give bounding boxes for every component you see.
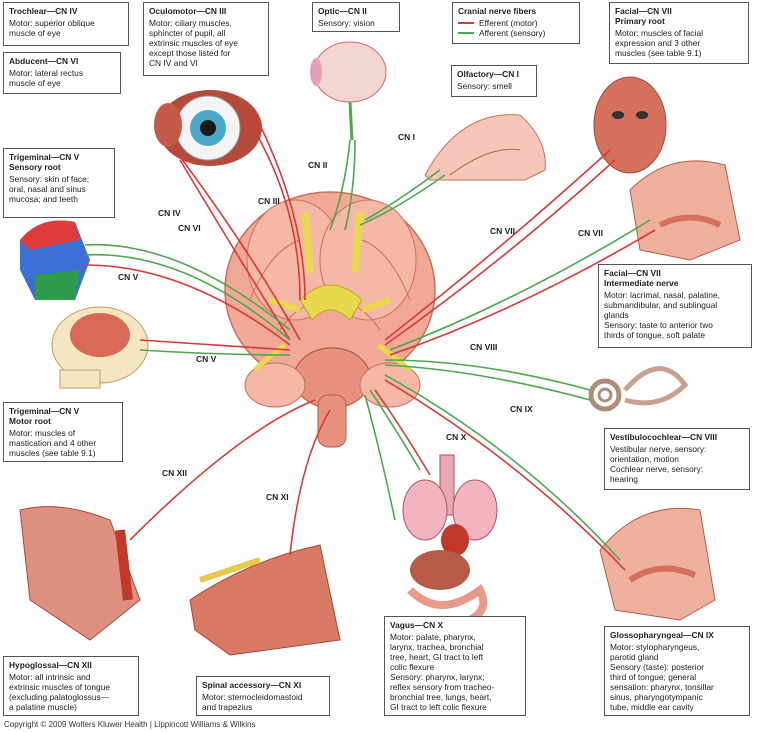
fiber-type-legend: Cranial nerve fibers Efferent (motor) Af… <box>452 2 580 44</box>
vagus-box: Vagus—CN X Motor: palate, pharynx, laryn… <box>384 616 526 716</box>
trochlear-box: Trochlear—CN IV Motor: superior oblique … <box>3 2 129 46</box>
optic-desc: Sensory: vision <box>318 18 375 28</box>
trochlear-title: Trochlear—CN IV <box>9 6 78 16</box>
spinal-accessory-box: Spinal accessory—CN XI Motor: sternoclei… <box>196 676 330 716</box>
label-cn1: CN I <box>398 132 415 142</box>
legend-label-efferent: Efferent (motor) <box>479 18 538 28</box>
brain-illustration <box>224 191 436 448</box>
abducent-box: Abducent—CN VI Motor: lateral rectus mus… <box>3 52 121 94</box>
vestibulocochlear-desc: Vestibular nerve, sensory: orientation, … <box>610 444 707 484</box>
hypoglossal-title: Hypoglossal—CN XII <box>9 660 92 670</box>
olfactory-title: Olfactory—CN I <box>457 69 519 79</box>
facial-primary-title: Facial—CN VII Primary root <box>615 6 672 26</box>
trigeminal-sensory-box: Trigeminal—CN V Sensory root Sensory: sk… <box>3 148 115 218</box>
label-cn5b: CN V <box>196 354 217 364</box>
vestibulocochlear-title: Vestibulocochlear—CN VIII <box>610 432 718 442</box>
efferent-swatch <box>458 22 474 24</box>
trigeminal-sensory-desc: Sensory: skin of face; oral, nasal and s… <box>9 174 90 204</box>
tongue-neck-illustration <box>19 506 141 641</box>
oculomotor-box: Oculomotor—CN III Motor: ciliary muscles… <box>143 2 269 76</box>
legend-label-afferent: Afferent (sensory) <box>479 28 546 38</box>
head-sagittal-illustration <box>629 160 741 261</box>
label-cn12: CN XII <box>162 468 188 478</box>
copyright-notice: Copyright © 2009 Wolters Kluwer Health |… <box>4 720 256 729</box>
label-cn2: CN II <box>308 160 328 170</box>
legend-item-afferent: Afferent (sensory) <box>458 28 574 38</box>
glossopharyngeal-title: Glossopharyngeal—CN IX <box>610 630 714 640</box>
facial-muscles-illustration <box>593 76 667 174</box>
facial-primary-box: Facial—CN VII Primary root Motor: muscle… <box>609 2 749 64</box>
facial-intermediate-title: Facial—CN VII Intermediate nerve <box>604 268 679 288</box>
optic-box: Optic—CN II Sensory: vision <box>312 2 400 32</box>
label-cn11: CN XI <box>266 492 289 502</box>
optic-title: Optic—CN II <box>318 6 367 16</box>
label-cn7a: CN VII <box>490 226 516 236</box>
oculomotor-title: Oculomotor—CN III <box>149 6 227 16</box>
trochlear-desc: Motor: superior oblique muscle of eye <box>9 18 95 38</box>
label-cn6: CN VI <box>178 223 201 233</box>
label-cn3: CN III <box>258 196 280 206</box>
legend-title: Cranial nerve fibers <box>458 6 537 16</box>
skull-illustration <box>51 306 149 389</box>
trigeminal-motor-box: Trigeminal—CN V Motor root Motor: muscle… <box>3 402 123 462</box>
vestibulocochlear-box: Vestibulocochlear—CN VIII Vestibular ner… <box>604 428 750 490</box>
facial-intermediate-desc: Motor: lacrimal, nasal, palatine, subman… <box>604 290 720 340</box>
legend-item-efferent: Efferent (motor) <box>458 18 574 28</box>
hypoglossal-desc: Motor: all intrinsic and extrinsic muscl… <box>9 672 111 712</box>
afferent-swatch <box>458 32 474 34</box>
eye-illustration <box>154 90 262 166</box>
label-cn4: CN IV <box>158 208 181 218</box>
glossopharyngeal-box: Glossopharyngeal—CN IX Motor: stylophary… <box>604 626 750 716</box>
nasal-cavity-illustration <box>424 114 546 181</box>
facial-primary-desc: Motor: muscles of facial expression and … <box>615 28 703 58</box>
nerve-fibers <box>84 104 656 571</box>
label-cn8: CN VIII <box>470 342 498 352</box>
olfactory-desc: Sensory: smell <box>457 81 512 91</box>
inner-ear-illustration <box>588 366 689 412</box>
spinal-accessory-desc: Motor: sternocleidomastoid and trapezius <box>202 692 303 712</box>
label-cn7b: CN VII <box>578 228 604 238</box>
trigeminal-motor-desc: Motor: muscles of mastication and 4 othe… <box>9 428 97 458</box>
face-dermatome-illustration <box>20 220 90 300</box>
thoracic-abdominal-organs-illustration <box>402 454 498 624</box>
oculomotor-desc: Motor: ciliary muscles, sphincter of pup… <box>149 18 238 68</box>
glossopharyngeal-desc: Motor: stylopharyngeus, parotid gland Se… <box>610 642 714 712</box>
hypoglossal-box: Hypoglossal—CN XII Motor: all intrinsic … <box>3 656 139 716</box>
trigeminal-sensory-title: Trigeminal—CN V Sensory root <box>9 152 80 172</box>
facial-intermediate-box: Facial—CN VII Intermediate nerve Motor: … <box>598 264 752 348</box>
vagus-desc: Motor: palate, pharynx, larynx, trachea,… <box>390 632 495 712</box>
neck-muscles-illustration <box>189 544 341 656</box>
pharynx-sagittal-illustration <box>599 507 716 621</box>
eyeball-illustration <box>310 41 387 141</box>
label-cn10: CN X <box>446 432 467 442</box>
label-cn9: CN IX <box>510 404 533 414</box>
spinal-accessory-title: Spinal accessory—CN XI <box>202 680 302 690</box>
trigeminal-motor-title: Trigeminal—CN V Motor root <box>9 406 80 426</box>
abducent-title: Abducent—CN VI <box>9 56 79 66</box>
olfactory-box: Olfactory—CN I Sensory: smell <box>451 65 537 97</box>
abducent-desc: Motor: lateral rectus muscle of eye <box>9 68 84 88</box>
vagus-title: Vagus—CN X <box>390 620 444 630</box>
label-cn5a: CN V <box>118 272 139 282</box>
